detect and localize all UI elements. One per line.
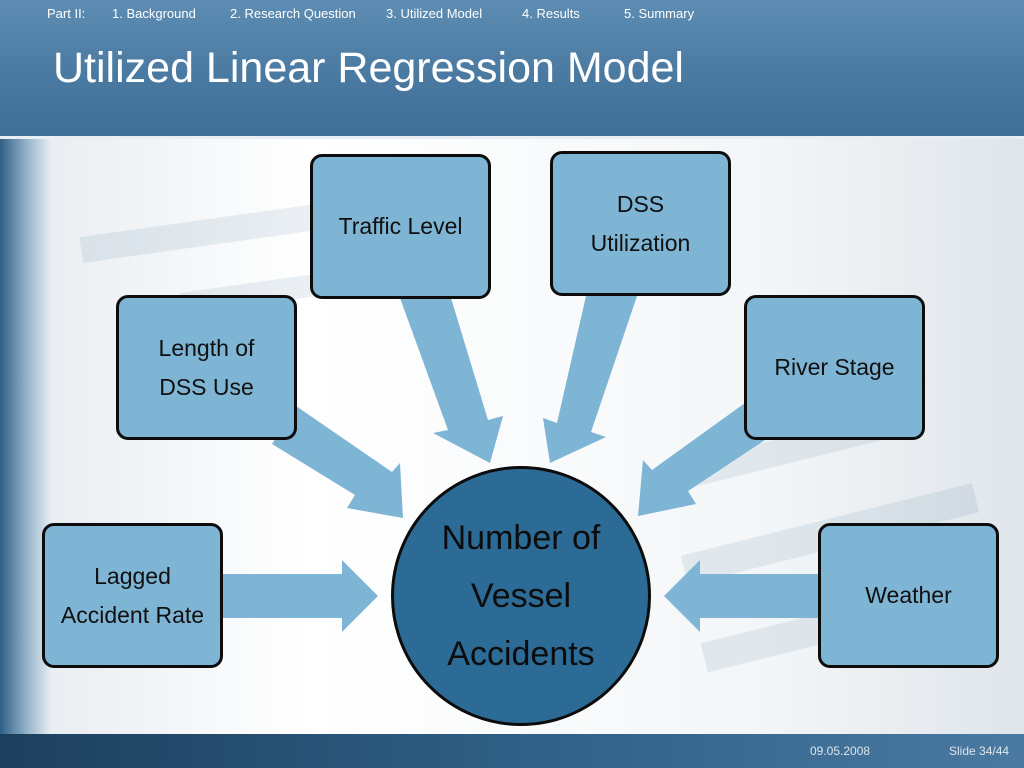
factor-label: Weather [865, 582, 952, 608]
nav-item-research-question[interactable]: 2. Research Question [230, 6, 356, 21]
factor-label-line: DSS [616, 190, 665, 217]
nav-part-label: Part II: [47, 6, 86, 21]
outcome-label-line: Vessel [470, 577, 572, 615]
nav-item-utilized-model[interactable]: 3. Utilized Model [386, 6, 483, 21]
factor-river-stage: River Stage [744, 295, 925, 440]
arrow-lagged-accident-rate [222, 560, 378, 632]
factor-dss-utilization: DSS Utilization [550, 151, 731, 296]
slide-header [0, 0, 1024, 136]
factor-traffic-level: Traffic Level [310, 154, 491, 299]
outcome-label-line: Number of [441, 519, 601, 557]
arrow-traffic-level [400, 298, 503, 463]
arrow-weather [664, 560, 820, 632]
arrow-river-stage [638, 403, 768, 516]
section-nav: Part II: 1. Background 2. Research Quest… [0, 6, 1024, 24]
factor-lagged-accident-rate: Lagged Accident Rate [42, 523, 223, 668]
factor-label-line: Lagged [94, 562, 171, 589]
factor-weather: Weather [818, 523, 999, 668]
factor-label: Traffic Level [338, 213, 463, 239]
header-divider [0, 136, 1024, 139]
slide-title: Utilized Linear Regression Model [53, 44, 684, 92]
footer-date: 09.05.2008 [810, 744, 871, 758]
factor-label-line: Utilization [590, 229, 691, 256]
outcome-label-line: Accidents [447, 635, 595, 673]
arrow-dss-utilization [543, 296, 637, 463]
slide-number: Slide 34/44 [949, 744, 1010, 758]
nav-item-background[interactable]: 1. Background [112, 6, 196, 21]
outcome-label: Number of Vessel Accidents [442, 509, 601, 683]
arrow-length-of-dss-use [272, 406, 403, 518]
nav-item-results[interactable]: 4. Results [522, 6, 580, 21]
slide-footer [0, 734, 1024, 768]
outcome-node: Number of Vessel Accidents [391, 466, 651, 726]
factor-label-line: Accident Rate [60, 601, 205, 628]
factor-label: River Stage [774, 354, 895, 380]
factor-label-line: DSS Use [159, 373, 254, 400]
factor-label-line: Length of [158, 334, 255, 361]
factor-length-of-dss-use: Length of DSS Use [116, 295, 297, 440]
nav-item-summary[interactable]: 5. Summary [624, 6, 695, 21]
